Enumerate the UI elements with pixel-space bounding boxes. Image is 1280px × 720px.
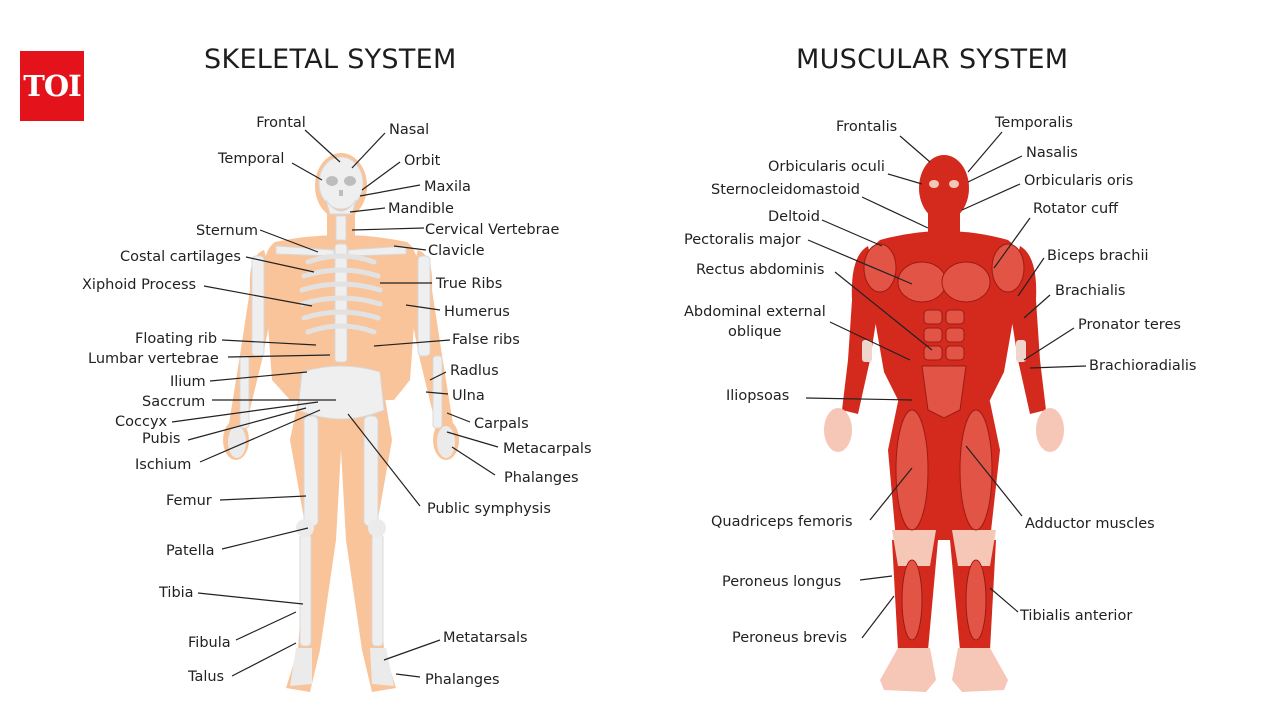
label-pubis: Pubis [142, 431, 180, 447]
label-pectoralis-major: Pectoralis major [684, 232, 801, 248]
muscular-figure [824, 155, 1064, 692]
label-quadriceps-femoris: Quadriceps femoris [711, 514, 853, 530]
label-metatarsals: Metatarsals [443, 630, 528, 646]
label-coccyx: Coccyx [115, 414, 168, 430]
label-carpals: Carpals [474, 416, 529, 432]
label-phalanges-hand: Phalanges [504, 470, 579, 486]
label-peroneus-longus: Peroneus longus [722, 574, 841, 590]
label-pronator-teres: Pronator teres [1078, 317, 1181, 333]
muscular-leader-lines [805, 131, 1087, 639]
label-femur: Femur [166, 493, 212, 509]
label-rotator-cuff: Rotator cuff [1033, 201, 1119, 217]
label-temporal: Temporal [217, 151, 284, 167]
label-deltoid: Deltoid [768, 209, 820, 225]
label-tibia: Tibia [158, 585, 194, 601]
label-humerus: Humerus [444, 304, 510, 320]
label-maxila: Maxila [424, 179, 471, 195]
label-cervical-vertebrae: Cervical Vertebrae [425, 222, 559, 238]
muscular-labels: Frontalis Temporalis Orbicularis oculi N… [684, 115, 1196, 646]
label-ulna: Ulna [452, 388, 485, 404]
label-sternum: Sternum [196, 223, 258, 239]
label-nasal: Nasal [389, 122, 429, 138]
label-temporalis: Temporalis [994, 115, 1073, 131]
label-floating-rib: Floating rib [135, 331, 217, 347]
label-oblique: oblique [728, 324, 782, 340]
label-lumbar-vertebrae: Lumbar vertebrae [88, 351, 219, 367]
label-abdominal-external: Abdominal external [684, 304, 826, 320]
label-frontal: Frontal [256, 115, 306, 131]
label-orbicularis-oculi: Orbicularis oculi [768, 159, 885, 175]
label-tibialis-anterior: Tibialis anterior [1019, 608, 1132, 624]
label-orbit: Orbit [404, 153, 441, 169]
label-false-ribs: False ribs [452, 332, 520, 348]
label-mandible: Mandible [388, 201, 454, 217]
label-public-symphysis: Public symphysis [427, 501, 551, 517]
label-talus: Talus [187, 669, 224, 685]
label-clavicle: Clavicle [428, 243, 485, 259]
label-phalanges-foot: Phalanges [425, 672, 500, 688]
label-ischium: Ischium [135, 457, 191, 473]
label-costal-cartilages: Costal cartilages [120, 249, 241, 265]
label-adductor-muscles: Adductor muscles [1025, 516, 1155, 532]
toi-logo: TOI [20, 51, 84, 121]
label-brachioradialis: Brachioradialis [1089, 358, 1196, 374]
label-orbicularis-oris: Orbicularis oris [1024, 173, 1133, 189]
label-frontalis: Frontalis [836, 119, 897, 135]
label-metacarpals: Metacarpals [503, 441, 592, 457]
label-true-ribs: True Ribs [435, 276, 502, 292]
skeletal-figure [223, 153, 459, 692]
label-rectus-abdominis: Rectus abdominis [696, 262, 824, 278]
label-sternocleidomastoid: Sternocleidomastoid [711, 182, 860, 198]
label-saccrum: Saccrum [142, 394, 205, 410]
label-peroneus-brevis: Peroneus brevis [732, 630, 847, 646]
label-brachialis: Brachialis [1055, 283, 1125, 299]
skeletal-leader-lines [171, 129, 499, 678]
label-radius: Radlus [450, 363, 499, 379]
label-biceps-brachii: Biceps brachii [1047, 248, 1149, 264]
skeletal-labels: Frontal Nasal Temporal Orbit Maxila Mand… [82, 115, 592, 688]
muscular-system-title: MUSCULAR SYSTEM [796, 44, 1069, 75]
label-fibula: Fibula [188, 635, 231, 651]
label-iliopsoas: Iliopsoas [726, 388, 789, 404]
label-ilium: Ilium [170, 374, 206, 390]
skeletal-system-title: SKELETAL SYSTEM [204, 44, 457, 75]
label-xiphoid-process: Xiphoid Process [82, 277, 196, 293]
label-nasalis: Nasalis [1026, 145, 1078, 161]
label-patella: Patella [166, 543, 215, 559]
